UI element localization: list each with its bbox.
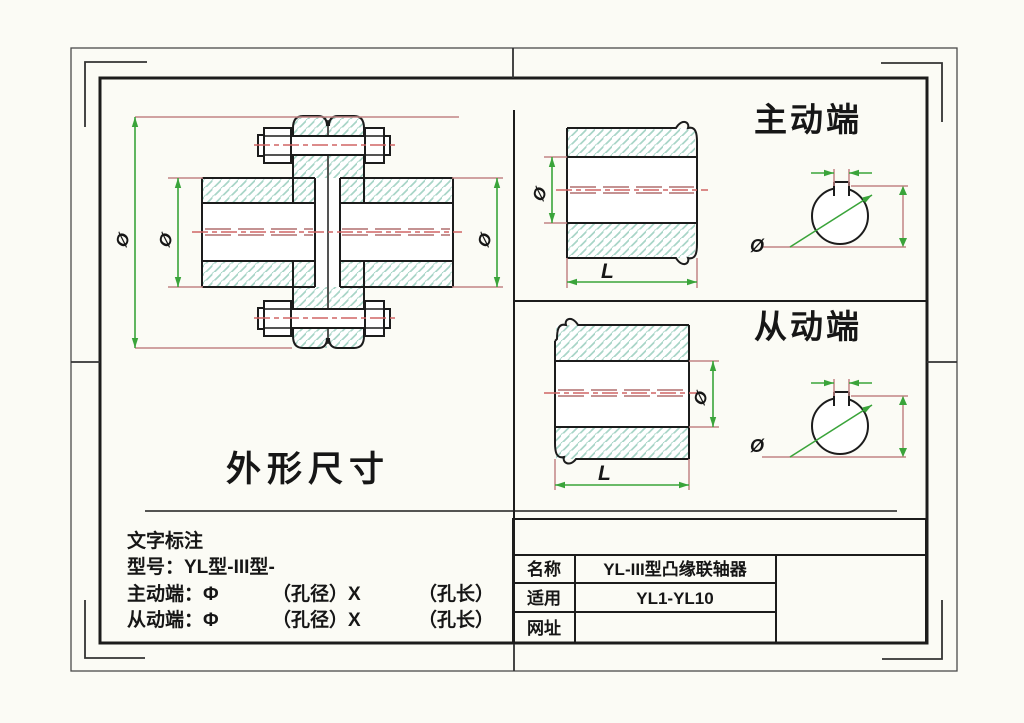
driven-length-label: L <box>598 462 611 485</box>
title-block-label-apply: 适用 <box>527 589 561 608</box>
title-block-value-name: YL-III型凸缘联轴器 <box>603 559 748 579</box>
driven-hub-outline <box>554 318 690 465</box>
title-block-label-website: 网址 <box>527 619 561 638</box>
driving-length-label: L <box>601 260 614 283</box>
main-view: Ø Ø Ø 外形尺寸 <box>112 115 503 489</box>
main-view-caption: 外形尺寸 <box>226 450 390 489</box>
driving-circle-extensions <box>762 169 908 248</box>
driving-bore-keyline <box>570 186 694 194</box>
bore-keyline <box>205 228 450 236</box>
driving-diameter-leader <box>789 194 873 248</box>
notes-driving-prefix: 主动端：Φ <box>127 582 219 605</box>
main-dimension-lines <box>131 117 501 348</box>
notes-block: 文字标注 型号：YL型-III型- 主动端：Φ （孔径）X （孔长） 从动端：Φ… <box>127 529 494 631</box>
driving-circle-diameter-label: Ø <box>750 236 765 256</box>
driven-bore-keyline <box>558 389 685 397</box>
main-outer-diameter-label: Ø <box>112 230 135 250</box>
driven-dimension-lines <box>555 361 717 489</box>
notes-driven-line: 从动端：Φ （孔径）X （孔长） <box>127 608 494 631</box>
driving-keyway-depth-arrows <box>899 186 907 247</box>
driving-dimension-lines <box>548 157 697 286</box>
driven-hub-bore <box>554 361 689 427</box>
driven-keyway-depth-arrows <box>899 396 907 457</box>
notes-driven-mid: （孔径）X <box>272 608 361 631</box>
driving-end-view: 主动端 Ø L <box>529 101 908 288</box>
driving-hub-outline <box>566 121 698 265</box>
notes-model-line: 型号：YL型-III型- <box>127 555 275 578</box>
driven-circle-extensions <box>762 379 908 458</box>
notes-driving-line: 主动端：Φ （孔径）X （孔长） <box>127 582 494 605</box>
driven-end-title: 从动端 <box>754 308 862 345</box>
corner-marks <box>84 61 943 660</box>
notes-heading: 文字标注 <box>127 529 203 552</box>
driven-shaft-circle: Ø <box>750 379 908 458</box>
notes-driving-suffix: （孔长） <box>418 582 494 605</box>
driven-diameter-leader <box>789 404 873 458</box>
driving-end-title: 主动端 <box>754 101 862 138</box>
notes-driven-suffix: （孔长） <box>418 608 494 631</box>
notes-driving-mid: （孔径）X <box>272 582 361 605</box>
driving-bore-diameter-label: Ø <box>529 184 552 204</box>
centering-marks <box>71 48 957 671</box>
main-centerlines <box>192 144 462 319</box>
main-hub-diameter-label: Ø <box>155 230 178 250</box>
notes-driven-prefix: 从动端：Φ <box>127 608 219 631</box>
title-block-value-apply: YL1-YL10 <box>636 589 713 608</box>
title-block: 名称 YL-III型凸缘联轴器 适用 YL1-YL10 网址 <box>512 518 927 644</box>
driven-end-view: 从动端 Ø L <box>544 308 908 490</box>
title-block-grid <box>512 518 927 644</box>
driven-bore-diameter-label: Ø <box>690 388 713 408</box>
driven-circle-diameter-label: Ø <box>750 436 765 456</box>
main-right-diameter-label: Ø <box>474 230 497 250</box>
driving-shaft-circle: Ø <box>750 169 908 256</box>
title-block-label-name: 名称 <box>527 559 561 579</box>
